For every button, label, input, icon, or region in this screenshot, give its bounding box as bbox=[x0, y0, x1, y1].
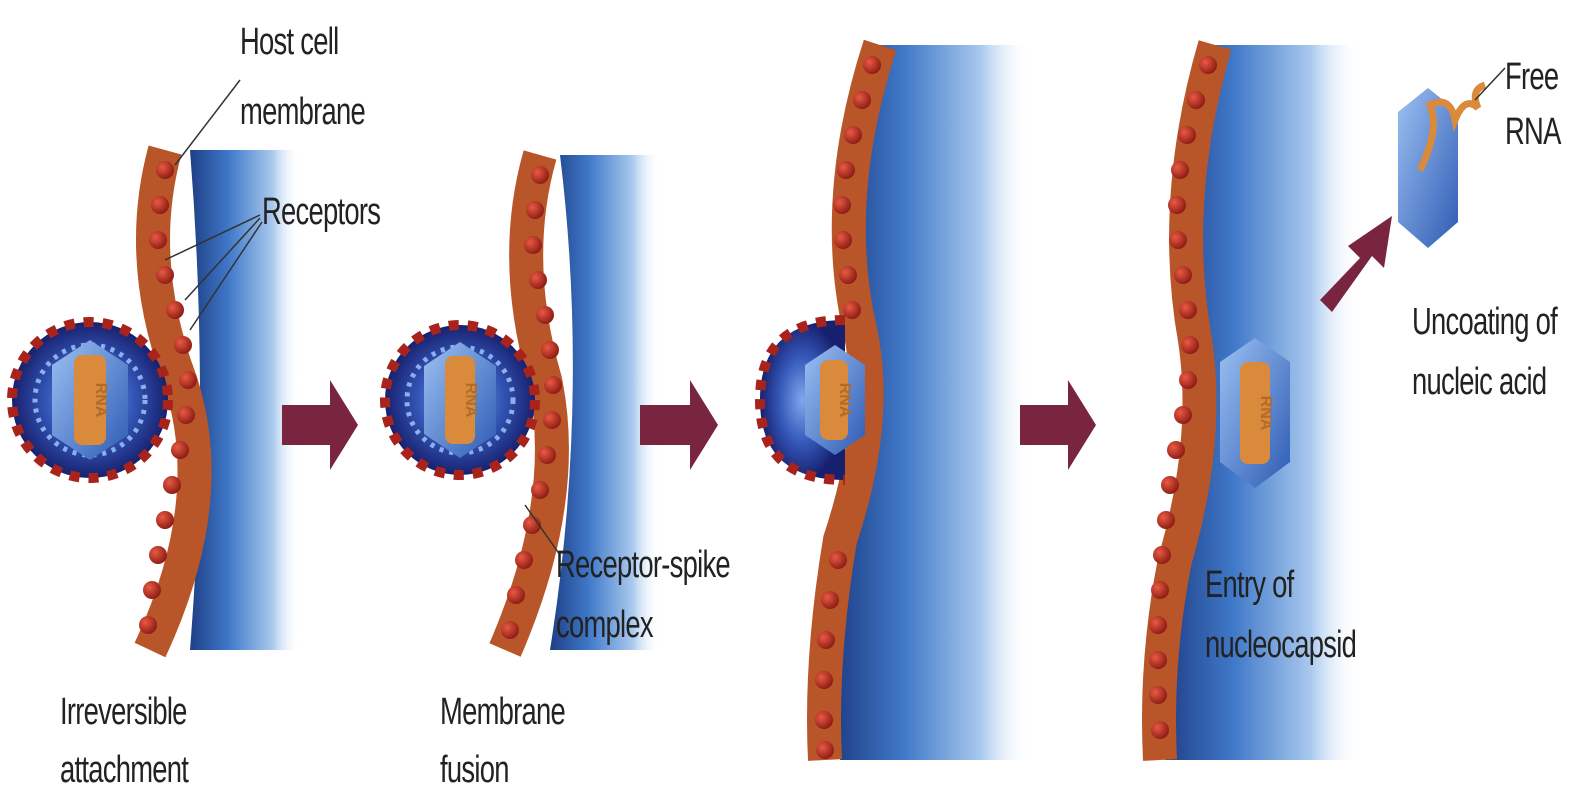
receptor-spike-label-line2: complex bbox=[556, 603, 653, 647]
free-rna-label-line2: RNA bbox=[1505, 110, 1561, 154]
rna-label: RNA bbox=[836, 383, 853, 418]
panel-attachment bbox=[12, 80, 300, 650]
step2-label-line2: fusion bbox=[440, 748, 509, 792]
step-arrow-3 bbox=[1020, 380, 1096, 470]
host-cell-membrane-label-line1: Host cell bbox=[240, 20, 338, 64]
panel-fusion-progress bbox=[760, 45, 1030, 760]
virus-particle bbox=[12, 322, 168, 478]
uncoating-label-line2: nucleic acid bbox=[1412, 360, 1546, 404]
step1-label-line2: attachment bbox=[60, 748, 188, 792]
receptors-label: Receptors bbox=[262, 190, 380, 234]
step1-label-line1: Irreversible bbox=[60, 690, 187, 734]
virus-particle bbox=[385, 325, 535, 475]
rna-label: RNA bbox=[92, 383, 109, 418]
free-rna-label-line1: Free bbox=[1505, 55, 1558, 99]
nucleocapsid bbox=[1220, 338, 1290, 488]
host-cell-membrane-label-line2: membrane bbox=[240, 90, 365, 134]
rna-label: RNA bbox=[462, 383, 479, 418]
entry-label-line1: Entry of bbox=[1205, 563, 1294, 607]
rna-label: RNA bbox=[1257, 396, 1274, 431]
entry-label-line2: nucleocapsid bbox=[1205, 623, 1356, 667]
uncoated-capsid bbox=[1398, 85, 1485, 248]
receptor-spike-label-line1: Receptor-spike bbox=[556, 543, 730, 587]
step2-label-line1: Membrane bbox=[440, 690, 565, 734]
uncoating-label-line1: Uncoating of bbox=[1412, 300, 1557, 344]
